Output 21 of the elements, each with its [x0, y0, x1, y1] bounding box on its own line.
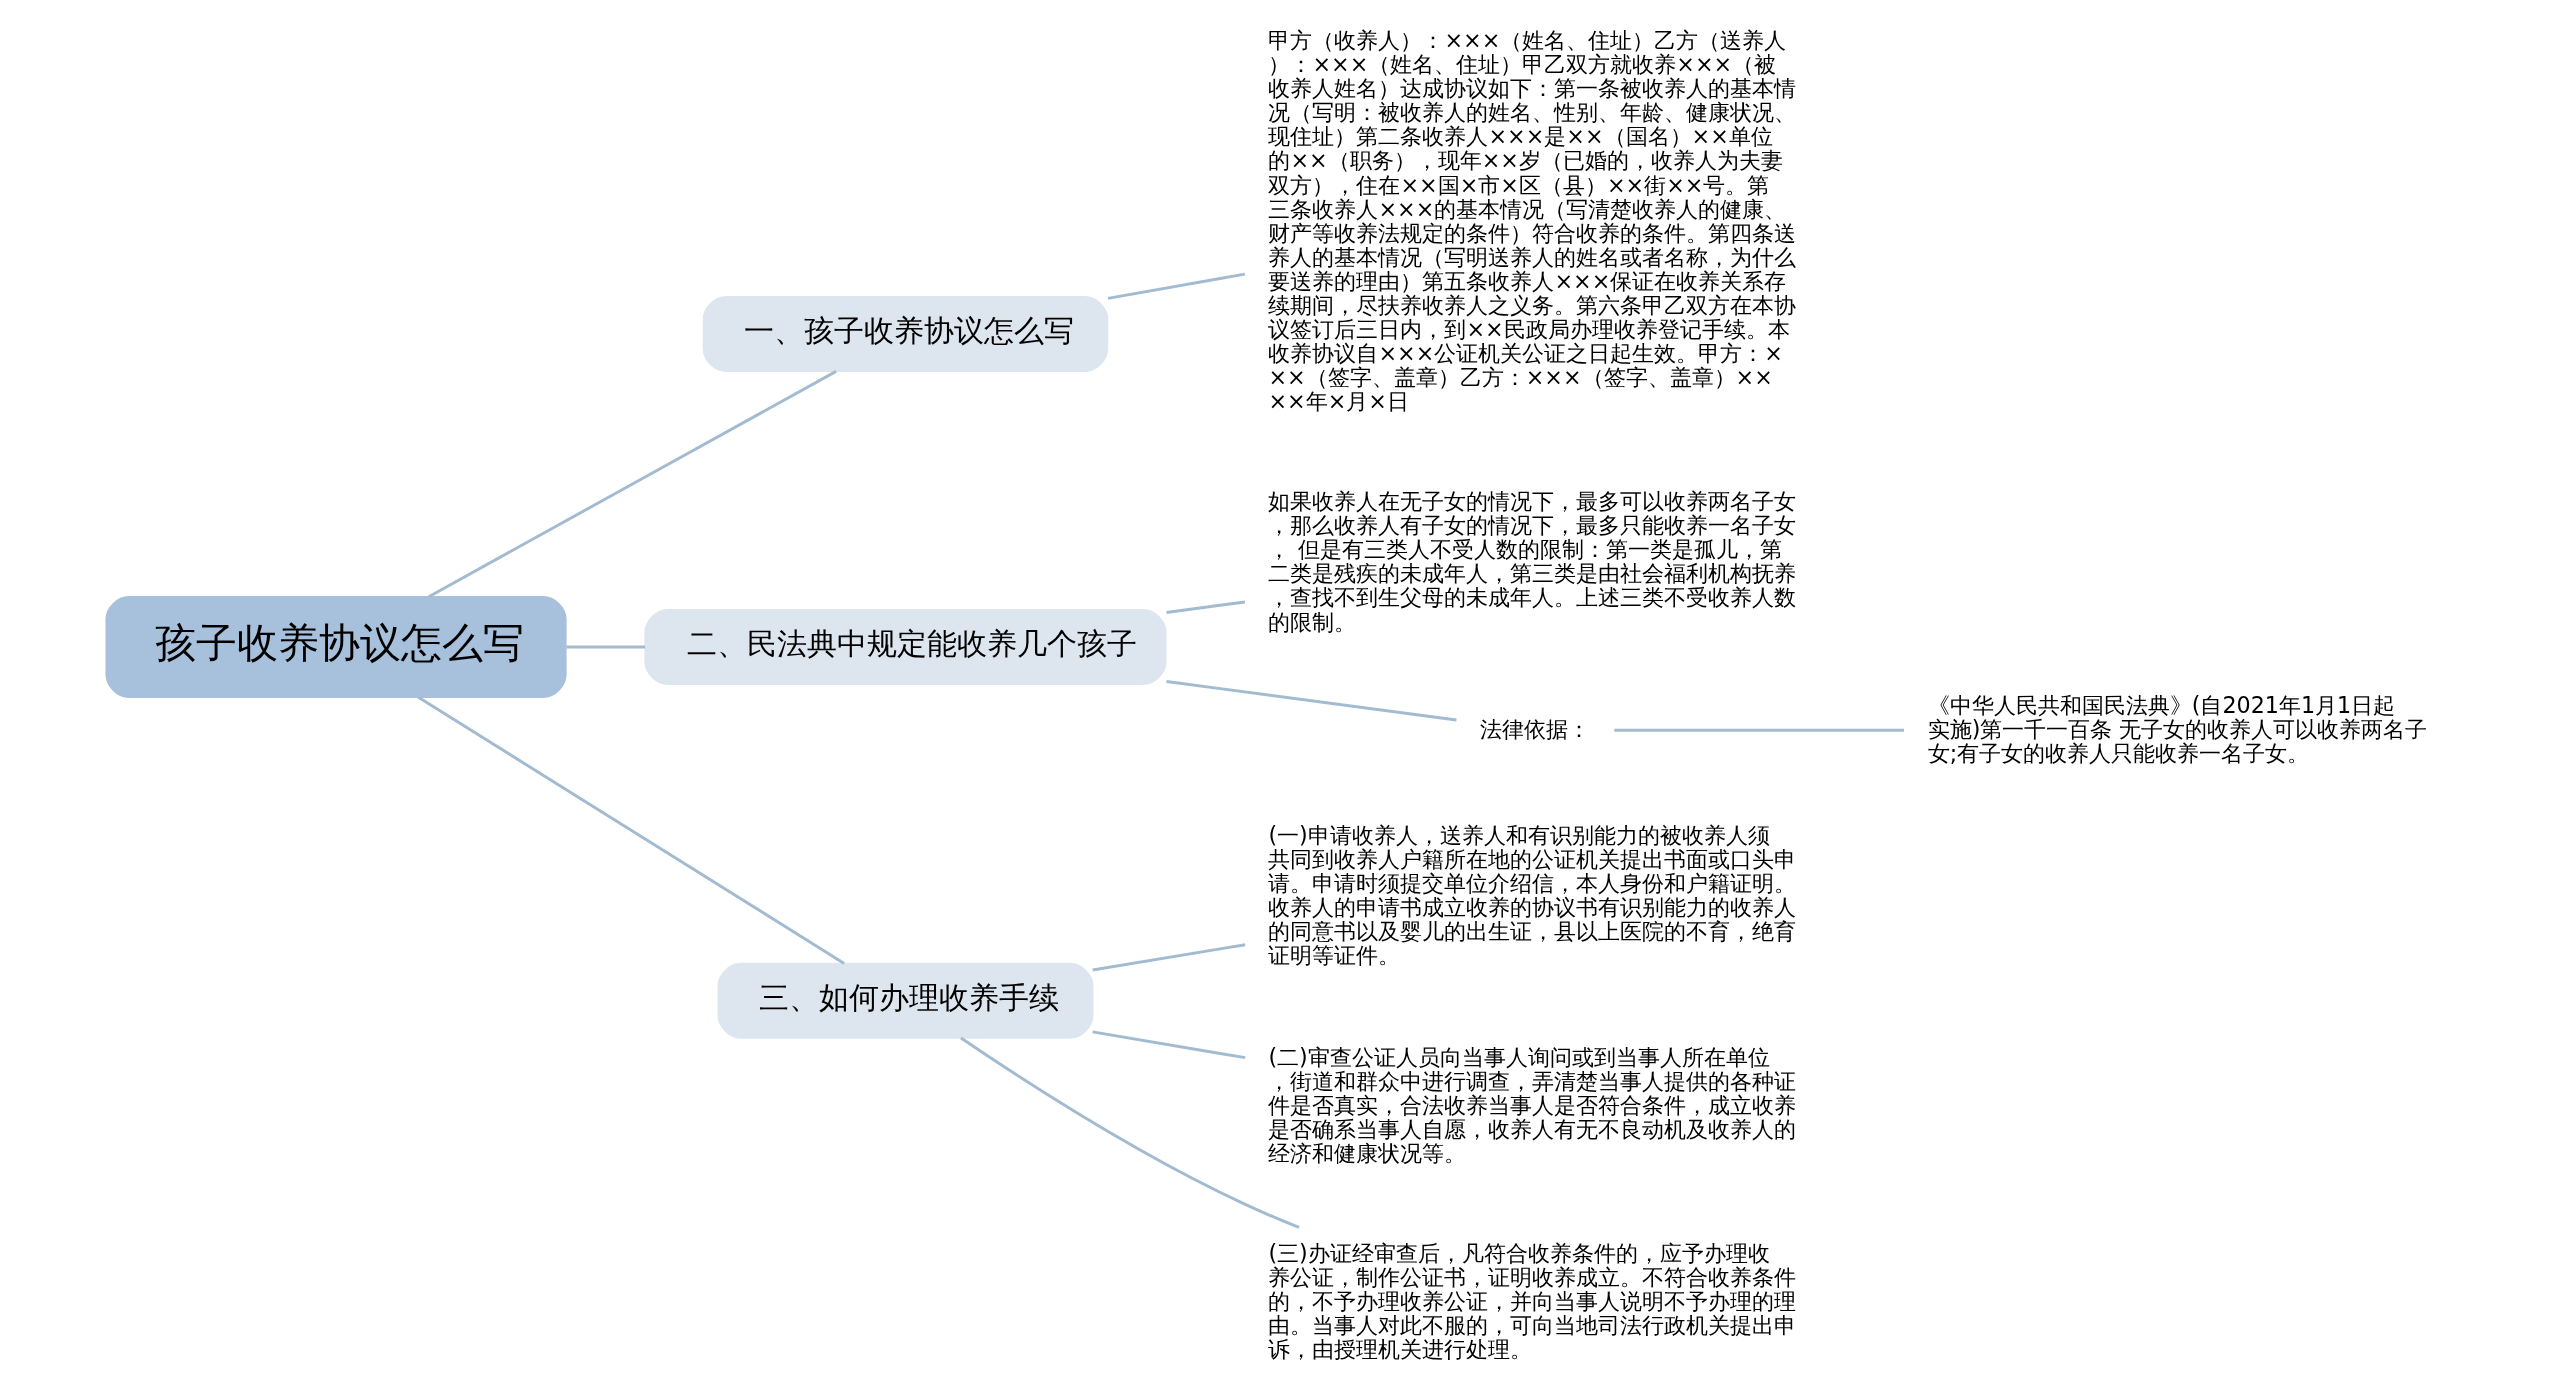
- connector: [1165, 600, 1245, 614]
- node-box: 孩子收养协议怎么写: [105, 596, 567, 698]
- connector: [1165, 680, 1457, 722]
- connector: [1613, 728, 1904, 732]
- connector: [1091, 1030, 1245, 1060]
- connector: [1091, 943, 1245, 972]
- node-text: (二)审查公证人员向当事人询问或到当事人所在单位，街道和群众中进行调查，弄清楚当事人提供的各种证件是否真实，合法收养当事人是否符合条件，成立收养是否确系当事人自愿，收养人有无不良动机及收养人的经济和健康状况等。: [1267, 1043, 1796, 1167]
- connector: [427, 370, 837, 598]
- node-text: (三)办证经审查后，凡符合收养条件的，应予办理收养公证，制作公证书，证明收养成立。不符合收养条件的，不予办理收养公证，并向当事人说明不予办理的理由。当事人对此不服的，可向当地司法行政机关提出申诉，由授理机关进行处理。: [1267, 1240, 1796, 1363]
- node-text: 《中华人民共和国民法典》(自2021年1月1日起实施)第一千一百条 无子女的收养人可以收养两名子女;有子女的收养人只能收养一名子女。: [1927, 691, 2427, 767]
- node-text: (一)申请收养人，送养人和有识别能力的被收养人须共同到收养人户籍所在地的公证机关提出书面或口头申请。申请时须提交单位介绍信，本人身份和户籍证明。收养人的申请书成立收养的协议书有识别能力的收养人的同意书以及婴儿的出生证，县以上医院的不育，绝育证明等证件。: [1267, 821, 1796, 968]
- connector: [1107, 272, 1245, 300]
- node-box: 二、民法典中规定能收养几个孩子: [643, 609, 1167, 685]
- node-text: 如果收养人在无子女的情况下，最多可以收养两名子女，那么收养人有子女的情况下，最多只能收养一名子女， 但是有三类人不受人数的限制：第一类是孤儿，第二类是残疾的未成年人，第三类是由社会福利机构抚养，查找不到生父母的未成年人。上述三类不受收养人数的限制。: [1267, 488, 1796, 635]
- connector: [565, 645, 645, 649]
- connector: [959, 1036, 1300, 1229]
- node-box: 三、如何办理收养手续: [717, 962, 1093, 1039]
- connector: [417, 696, 845, 965]
- node-box: 一、孩子收养协议怎么写: [702, 296, 1108, 372]
- node-text: 甲方（收养人）：×××（姓名、住址）乙方（送养人）：×××（姓名、住址）甲乙双方就收养×××（被收养人姓名）达成协议如下：第一条被收养人的基本情况（写明：被收养人的姓名、性别、年龄、健康状况、现住址）第二条收养人×××是××（国名）××单位的××（职务），现年××岁（已婚的，收养人为夫妻双方），住在××国×市×区（县）××街××号。第三条收养人×××的基本情况（写清楚收养人的健康、财产等收养法规定的条件）符合收养的条件。第四条送养人的基本情况（写明送养人的姓名或者名称，为什么要送养的理由）第五条收养人×××保证在收养关系存续期间，尽扶养收养人之义务。第六条甲乙双方在本协议签订后三日内，到××民政局办理收养登记手续。本收养协议自×××公证机关公证之日起生效。甲方：×××（签字、盖章）乙方：×××（签字、盖章）××××年×月×日: [1267, 27, 1796, 415]
- node-text: 法律依据：: [1479, 715, 1590, 742]
